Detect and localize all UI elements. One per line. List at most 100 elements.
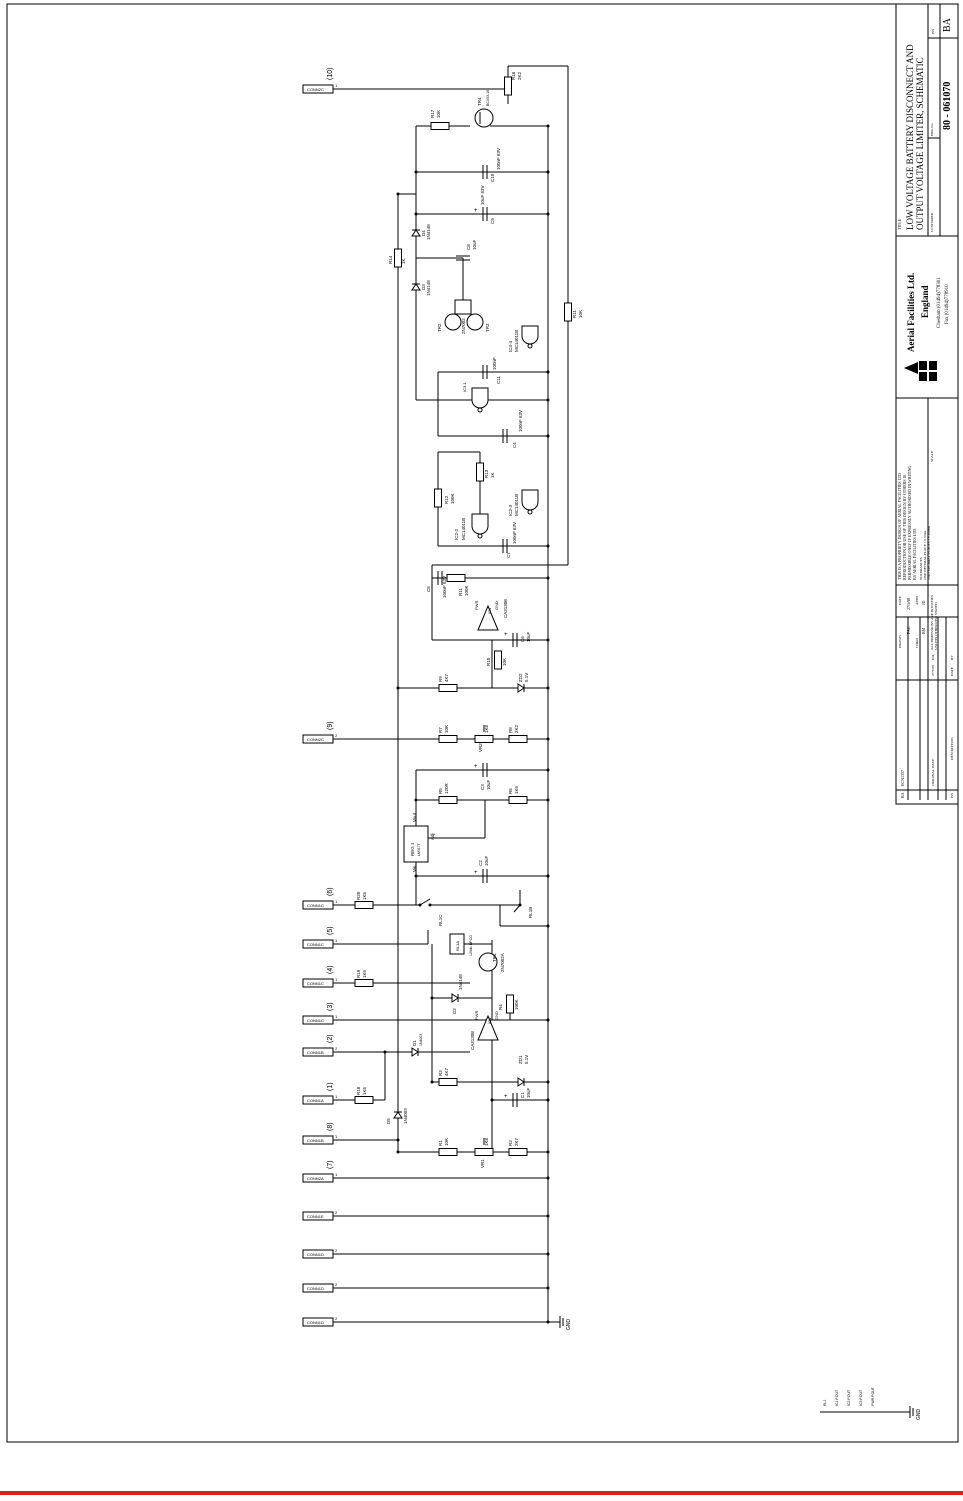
connector-9: CONN2C 2 (9): [302, 721, 338, 744]
r13-ref: R13: [484, 469, 489, 478]
resistor-r19: R19 1K5: [354, 969, 374, 987]
r3-value: 4K7: [444, 1067, 449, 1076]
c8-value: 10uF: [472, 239, 477, 250]
r9-ref: R9: [438, 676, 443, 682]
connector-10-label: (10): [327, 68, 334, 80]
resistor-r3: R3 4K7: [438, 1067, 458, 1086]
reg1-vout: Vout: [412, 812, 417, 822]
gnd-symbol-main: GND: [559, 1316, 572, 1330]
connector-5-label: (5): [327, 926, 334, 935]
tr4-value: BCX53-16: [486, 90, 490, 106]
capacitor-c8: C8 10uF: [456, 239, 477, 261]
col-desc: DESCRIPTION: [950, 737, 954, 760]
potentiometer-vr2: VR2 1K8: [474, 724, 494, 752]
tolerance-1: ONE DECIMAL PLACE ± 0.5mm: [923, 530, 927, 580]
d4-ref: D4: [421, 230, 426, 236]
rl1a-value: 12Vdc DPCO: [469, 935, 473, 956]
potentiometer-vr1: VR1 1K8: [474, 1137, 494, 1168]
transistor-tr1: TR1 2N7002A: [478, 952, 505, 972]
power-legend: RL1 IC1 POUT IC2 POUT IC3 POUT PWR POUT …: [820, 1386, 922, 1420]
reg1-vin: Vin: [412, 865, 417, 872]
rl1b-ref: RL1B: [528, 907, 533, 918]
r17-ref: R17: [430, 109, 435, 118]
resistor-r12: R12 100K: [434, 488, 455, 508]
capacitor-c1: + C1 10uF: [504, 1087, 531, 1107]
d5-value: 1N4003: [403, 1108, 408, 1124]
diode-d4: D4 1N4148: [411, 224, 431, 240]
reg1-adj: Adj: [430, 833, 435, 840]
col-date: DATE: [950, 667, 954, 676]
r2-ref: R2: [508, 1140, 513, 1146]
opamp-ic1-lower: PWR IC1 GND CA3130E: [470, 1011, 499, 1050]
connector-6-label: (6): [327, 887, 334, 896]
c6-ref: C6: [520, 636, 525, 642]
col-iss: ISS: [950, 793, 954, 798]
c3-value: 10uF: [486, 779, 491, 790]
connector-4-pin: 1: [335, 977, 338, 982]
date: 27/5/98: [906, 598, 911, 610]
capacitor-c2: + C2 10uF: [474, 855, 489, 883]
capacitor-c11: C11 100nF: [482, 357, 501, 384]
legend-item-5: PWR POUT: [871, 1386, 875, 1406]
c11-ref: C11: [496, 376, 501, 384]
scale-label: SCALE: [930, 451, 934, 462]
r8-ref: R8: [508, 727, 513, 733]
d3-ref: D3: [421, 284, 426, 290]
drawing-no-label: DRG No.: [930, 122, 934, 136]
ic1-gnd-label: GND: [494, 601, 499, 610]
ic34-value: MC14011B: [514, 330, 519, 352]
r5-value: 120R: [444, 782, 449, 794]
connector-3: CONN1C 1 (3): [302, 1002, 338, 1025]
connector-1: CONN1A 1 (1): [302, 1082, 338, 1105]
title-line-1: LOW VOLTAGE BATTERY DISCONNECT AND: [905, 44, 915, 230]
r13-value: 1K: [490, 472, 495, 478]
connector-gnd-1-pin: 2: [335, 1210, 338, 1215]
ic1-value: CA3130E: [503, 599, 508, 618]
resistor-r7: R7 10K: [438, 725, 458, 743]
title-line-2: OUTPUT VOLTAGE LIMITER, SCHEMATIC: [915, 57, 925, 230]
tr3-ref: TR3: [485, 323, 490, 332]
connector-1-label: (1): [327, 1082, 334, 1091]
zener-zd1: ZD1 5.1V: [517, 1055, 529, 1087]
r5-ref: R5: [438, 788, 443, 794]
r19-value: 1K5: [362, 969, 367, 978]
c8-ref: C8: [466, 244, 471, 250]
resistor-r14: R14 1K: [388, 248, 406, 268]
capacitor-c5: C5 100nF 63V: [426, 571, 447, 598]
d5-ref: D5: [386, 1118, 391, 1124]
resistor-r18: R18 1K5: [354, 1086, 374, 1104]
ic3-4-nand: IC3-4 MC14011B: [508, 325, 539, 352]
tr2-value: 2N7002: [461, 318, 466, 334]
ic3-1-nand: IC3-1: [462, 381, 489, 413]
c3-ref: C3: [480, 784, 485, 790]
r1-ref: R1: [438, 1140, 443, 1146]
connector-8-pin: 1: [335, 1134, 338, 1139]
r12-value: 100K: [450, 493, 455, 504]
r11b-value: 100K: [464, 585, 469, 596]
svg-text:+: +: [504, 632, 508, 638]
company-tel: Chesham (01494)778301: [937, 277, 942, 328]
zd1-ref: ZD1: [518, 1055, 523, 1064]
ic1b-value: CA3130E: [470, 1031, 475, 1050]
connector-7-label: (7): [327, 1160, 334, 1169]
connector-7: CONN2A 1 (7): [302, 1160, 338, 1183]
ic31-ref: IC3-1: [462, 381, 467, 392]
revision: BA: [942, 17, 953, 32]
proprietary-line-2: REPRODUCTION OR USE OF THIS DESIGN BY OT…: [902, 475, 907, 580]
relay-coil-rl1a: RL1A 12Vdc DPCO: [449, 933, 473, 956]
vr1-value: 1K8: [484, 1137, 489, 1146]
tr1-ref: TR1: [492, 953, 497, 962]
tolerance-2: TWO DECIMAL PLACES ± 0.05mm: [927, 526, 931, 580]
r10-ref: R10: [486, 657, 491, 666]
proprietary-line-1: THIS IS A PROPRIETY DESIGN OF AERIAL FAC…: [897, 473, 902, 580]
resistor-r20: R20 1K5: [354, 891, 374, 909]
resistor-r9: R9 4K7: [438, 673, 458, 692]
d1-ref: D1: [412, 1040, 417, 1046]
connector-gnd-3-pin: 2: [335, 1282, 338, 1287]
company-country: England: [920, 285, 930, 318]
r16-ref: R16: [511, 71, 516, 80]
connector-gnd-4: CONN1D 2: [302, 1316, 338, 1327]
connector-9-name: CONN2C: [307, 737, 324, 742]
connector-2-name: CONN1B: [307, 1050, 324, 1055]
